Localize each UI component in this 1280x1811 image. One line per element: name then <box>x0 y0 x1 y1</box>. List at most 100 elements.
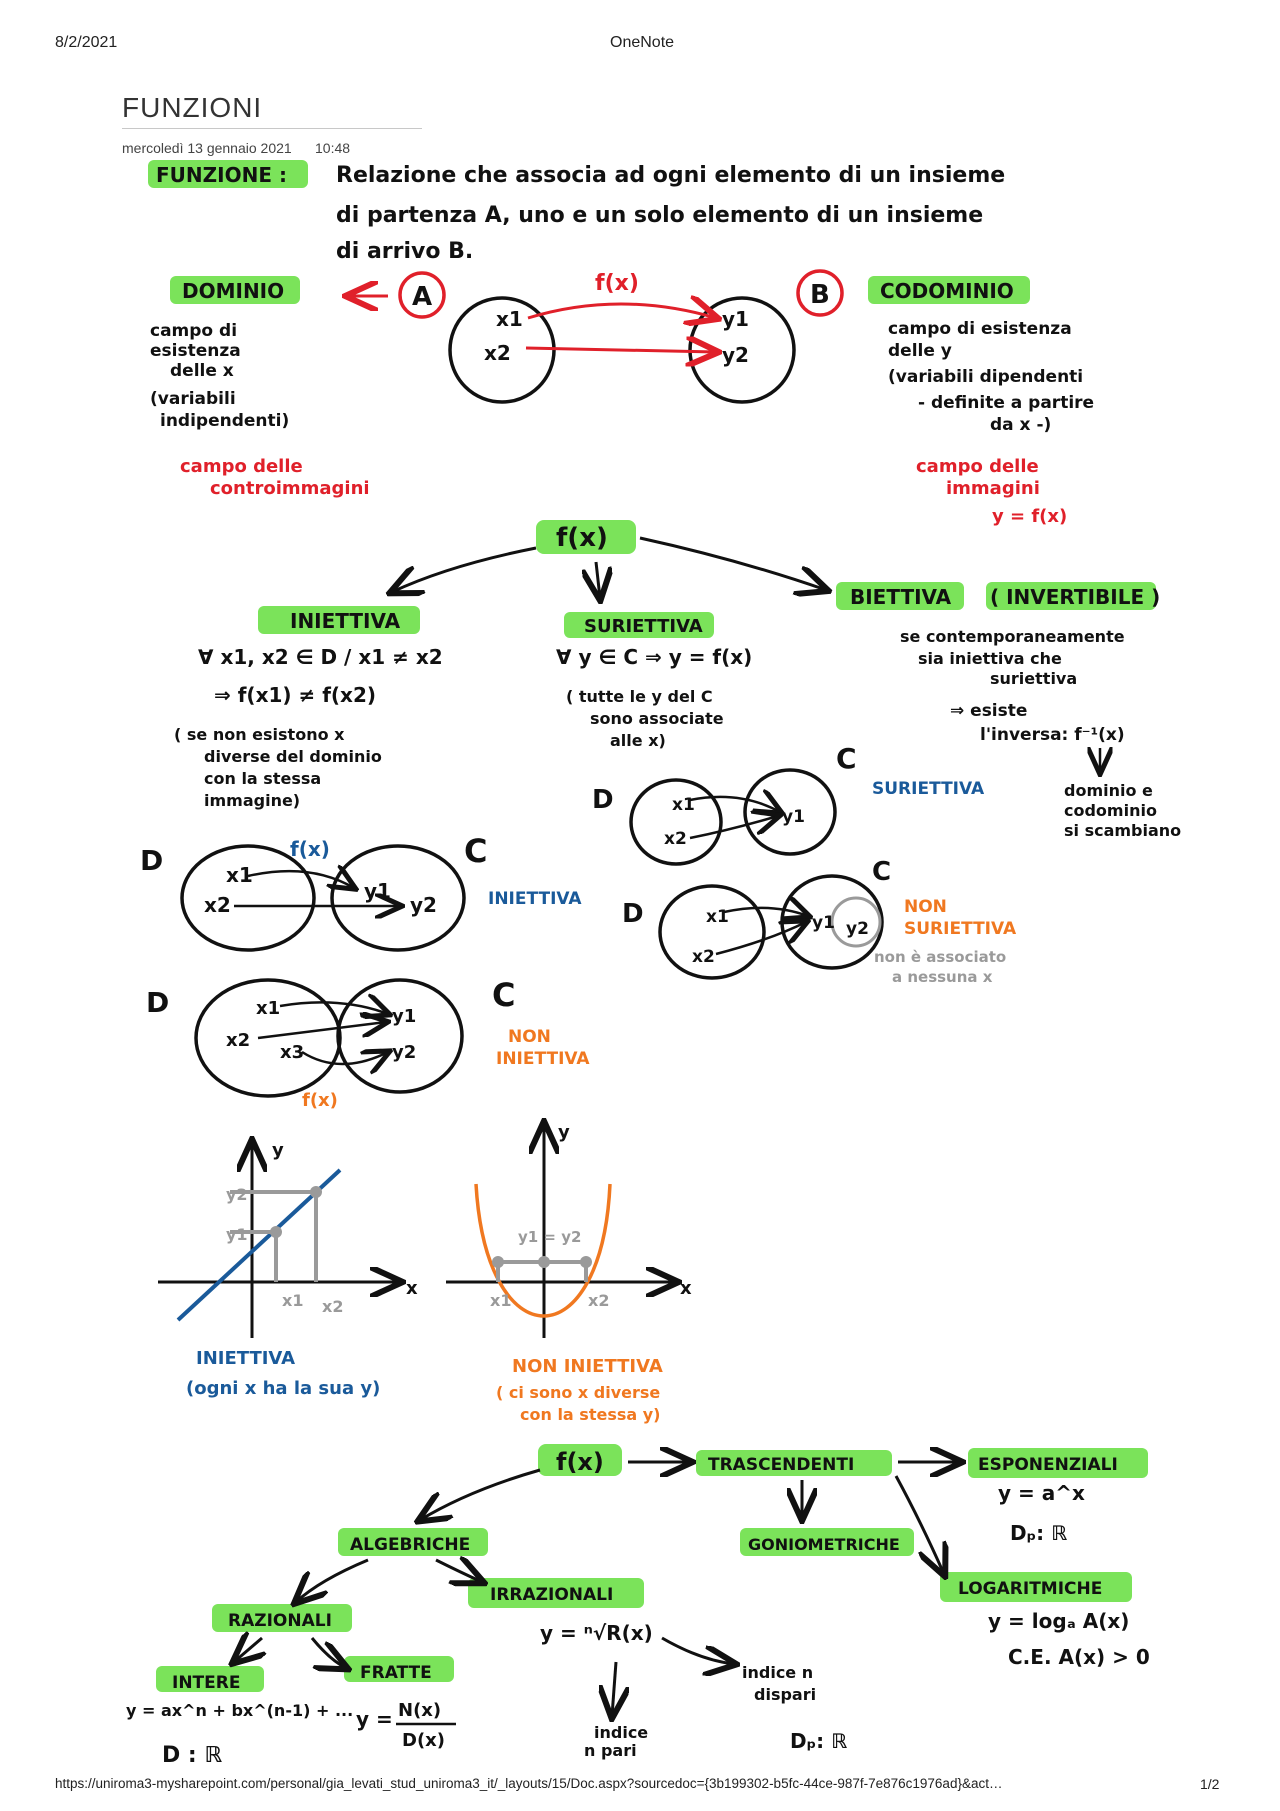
svg-text:y1: y1 <box>364 879 391 903</box>
highlight-codominio <box>868 276 1030 304</box>
svg-text:NON: NON <box>904 897 947 917</box>
set-b-circle <box>796 269 844 317</box>
diagram-suriettiva: D C x1 x2 y1 SURIETTIVA <box>592 742 985 866</box>
dominio-line-2: esistenza <box>150 341 241 361</box>
highlight-intere <box>156 1666 264 1692</box>
suriettiva-line-2: ( tutte le y del C <box>566 687 713 706</box>
graph-left-caption-1: INIETTIVA <box>196 1348 295 1369</box>
codominio-label: CODOMINIO <box>880 279 1014 303</box>
iniettiva-line-2: ⇒ f(x1) ≠ f(x2) <box>214 683 376 707</box>
svg-text:SURIETTIVA: SURIETTIVA <box>904 919 1017 939</box>
definition-label: FUNZIONE : <box>156 163 287 187</box>
svg-text:D(x): D(x) <box>402 1730 445 1751</box>
codominio-red-2: immagini <box>946 478 1040 499</box>
suriettiva-line-1: ∀ y ∈ C ⇒ y = f(x) <box>556 645 752 669</box>
definition-line-3: di arrivo B. <box>336 239 473 264</box>
svg-text:ALGEBRICHE: ALGEBRICHE <box>350 1535 470 1555</box>
svg-text:D: D <box>140 844 163 877</box>
svg-text:D: D <box>146 986 169 1019</box>
svg-text:x2: x2 <box>588 1291 609 1310</box>
svg-text:IRRAZIONALI: IRRAZIONALI <box>490 1585 613 1605</box>
biettiva-line-1: se contemporaneamente <box>900 627 1125 646</box>
mapping-diagram: A B f(x) x1 x2 y1 y2 <box>398 269 844 404</box>
svg-text:y1: y1 <box>812 913 835 933</box>
svg-text:Dₚ: ℝ: Dₚ: ℝ <box>1010 1521 1067 1545</box>
dominio-line-4: (variabili <box>150 389 236 409</box>
svg-text:indice n: indice n <box>742 1663 813 1682</box>
svg-text:D : ℝ: D : ℝ <box>162 1743 222 1768</box>
highlight-iniettiva <box>258 606 420 634</box>
page-title: FUNZIONI <box>122 92 263 123</box>
mapping-x2: x2 <box>484 341 511 365</box>
dominio-red-1: campo delle <box>180 456 303 477</box>
svg-text:y = a^x: y = a^x <box>998 1481 1085 1505</box>
graph-right-caption-1: NON INIETTIVA <box>512 1356 663 1377</box>
svg-text:C: C <box>464 832 487 870</box>
highlight-irrazionali <box>468 1578 644 1608</box>
svg-text:Dₚ: ℝ: Dₚ: ℝ <box>790 1729 847 1753</box>
svg-text:x2: x2 <box>664 829 687 849</box>
tree1-arrow-biettiva <box>639 536 826 590</box>
diag-sur-label: SURIETTIVA <box>872 779 985 799</box>
svg-text:x2: x2 <box>692 947 715 967</box>
highlight-razionali <box>212 1604 352 1632</box>
svg-text:y: y <box>272 1140 284 1161</box>
codominio-line-1: campo di esistenza <box>888 319 1072 339</box>
definition-block: FUNZIONE : Relazione che associa ad ogni… <box>156 163 1005 264</box>
codominio-red-1: campo delle <box>916 456 1039 477</box>
definition-line-2: di partenza A, uno e un solo elemento di… <box>336 203 983 228</box>
svg-text:C: C <box>872 857 891 887</box>
iniettiva-line-4: diverse del dominio <box>204 747 382 766</box>
highlight-fx-root <box>536 520 636 554</box>
dominio-line-5: indipendenti) <box>160 411 289 431</box>
diag-nonsur-note-2: a nessuna x <box>892 968 993 986</box>
diag-sur-d: D <box>592 785 614 815</box>
highlight-trascendenti <box>696 1450 892 1476</box>
diagram-non-iniettiva: D C x1 x2 x3 y1 y2 f(x) NON INIETTIVA <box>146 976 590 1111</box>
svg-text:D: D <box>622 899 644 929</box>
svg-text:y = ⁿ√R(x): y = ⁿ√R(x) <box>540 1621 653 1645</box>
dominio-red-2: controimmagini <box>210 478 370 499</box>
diag-sur-c: C <box>836 742 857 775</box>
iniettiva-line-3: ( se non esistono x <box>174 725 345 744</box>
svg-text:GONIOMETRICHE: GONIOMETRICHE <box>748 1535 900 1554</box>
biettiva-line-2: sia iniettiva che <box>918 649 1062 668</box>
function-types-tree: f(x) TRASCENDENTI ESPONENZIALI y = a^x D… <box>126 1448 1150 1768</box>
biettiva-line-4: ⇒ esiste <box>950 701 1027 721</box>
biettiva-line-6: dominio e <box>1064 781 1153 800</box>
svg-text:indice: indice <box>594 1723 648 1742</box>
set-a-label: A <box>412 282 432 312</box>
svg-text:N(x): N(x) <box>398 1700 441 1721</box>
highlight-marks <box>148 160 1156 1692</box>
svg-text:y2: y2 <box>846 919 869 939</box>
svg-text:x2: x2 <box>204 893 231 917</box>
highlight-esponenziali <box>968 1448 1148 1478</box>
biettiva-line-8: si scambiano <box>1064 821 1181 840</box>
print-footer-url[interactable]: https://uniroma3-mysharepoint.com/person… <box>55 1776 1003 1791</box>
diagram-non-suriettiva: D C x1 x2 y1 y2 NON SURIETTIVA non è ass… <box>622 857 1017 986</box>
suriettiva-line-4: alle x) <box>610 731 666 750</box>
svg-text:x: x <box>406 1278 418 1299</box>
svg-text:x1: x1 <box>706 907 729 927</box>
biettiva-block: BIETTIVA ( INVERTIBILE ) se contemporane… <box>850 585 1181 840</box>
highlight-algebriche <box>338 1528 488 1556</box>
diagram-iniettiva: D C f(x) x1 x2 y1 y2 INIETTIVA <box>140 832 582 952</box>
highlight-dominio <box>170 276 300 304</box>
iniettiva-line-5: con la stessa <box>204 769 321 788</box>
svg-text:y1: y1 <box>392 1006 416 1027</box>
svg-text:y = ax^n + bx^(n-1) + ...: y = ax^n + bx^(n-1) + ... <box>126 1701 353 1720</box>
dominio-line-1: campo di <box>150 321 237 341</box>
highlight-fx-root-2 <box>538 1444 622 1476</box>
svg-text:x2: x2 <box>322 1297 343 1316</box>
svg-text:f(x): f(x) <box>290 837 330 861</box>
highlight-biettiva <box>836 582 964 610</box>
dominio-label: DOMINIO <box>182 279 284 303</box>
set-b-label: B <box>810 280 830 310</box>
mapping-fx-label: f(x) <box>595 271 639 296</box>
classification-tree: f(x) <box>392 523 826 598</box>
mapping-arrow-1 <box>527 304 716 318</box>
set-a-circle <box>398 271 446 319</box>
svg-text:f(x): f(x) <box>302 1090 338 1111</box>
tree1-arrow-iniettiva <box>392 546 537 592</box>
